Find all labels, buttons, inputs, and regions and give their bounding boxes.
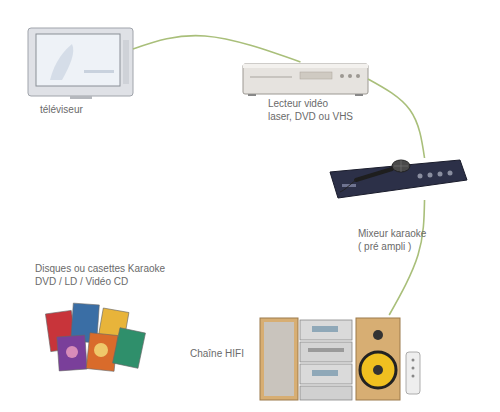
device-node: Lecteur vidéo laser, DVD ou VHS: [243, 62, 368, 96]
television-illustration: [28, 28, 133, 99]
device-label: Lecteur vidéo laser, DVD ou VHS: [268, 97, 355, 123]
disc-cases-illustration: [45, 303, 145, 371]
cable-link: [389, 200, 424, 315]
device-node: téléviseur: [28, 28, 133, 98]
device-label: Disques ou casettes Karaoke DVD / LD / V…: [35, 262, 170, 288]
device-label: téléviseur: [40, 103, 120, 116]
cable-link: [368, 79, 425, 158]
hifi-system-illustration: [260, 318, 420, 400]
dvd-player-illustration: [243, 64, 368, 96]
device-label: Mixeur karaoke ( pré ampli ): [358, 227, 429, 253]
karaoke-mixer-illustration: [330, 160, 467, 198]
device-node: Disques ou casettes Karaoke DVD / LD / V…: [40, 295, 150, 377]
device-node: Mixeur karaoke ( pré ampli ): [330, 158, 467, 200]
device-label: Chaîne HIFI: [190, 347, 260, 360]
cable-link: [133, 36, 301, 62]
device-node: Chaîne HIFI: [258, 315, 422, 403]
